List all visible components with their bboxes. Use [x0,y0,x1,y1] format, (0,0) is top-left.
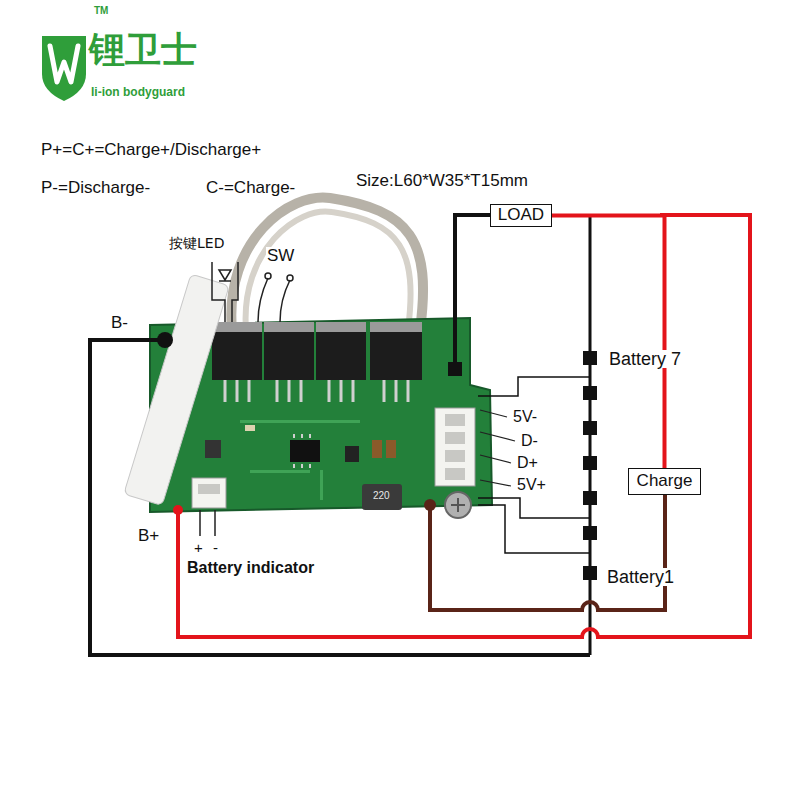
box-label: Charge [636,472,693,490]
switch-contact [265,273,271,279]
pin-legend: P+=C+=Charge+/Discharge+ [40,141,262,158]
box-label: LOAD [497,206,545,224]
balance-wire [478,498,590,518]
connector-name: Battery indicator [186,560,315,576]
battery-cell [583,456,597,470]
transistor [345,446,359,462]
resistor [372,440,382,458]
battery-cell [583,386,597,400]
component-marking: 220 [372,491,391,501]
inductor [362,484,402,510]
cell-name: Battery1 [606,568,675,586]
pin-name: - [212,540,219,555]
brand-name: 锂卫士 [88,32,198,68]
ic-chip [290,440,320,462]
terminal-pad [157,332,173,348]
connector-pin [445,414,465,426]
screw [445,492,471,518]
resistor [386,440,396,458]
dimension: Size:L60*W35*T15mm [355,172,529,189]
terminal-pad [173,505,183,515]
mosfet-body [264,332,314,380]
pin-name: + [193,540,204,555]
trademark: TM [93,6,109,16]
pin-name: 按键LED [168,236,225,250]
ic-legs [294,434,310,468]
cable [231,197,423,330]
terminal-pad [424,499,436,511]
signal-name: D- [520,433,539,449]
battery-cell [583,566,597,580]
cable [246,211,411,330]
connector-pin [445,432,465,444]
brand-slogan: li-ion bodyguard [90,86,186,98]
connector-pin [445,468,465,480]
leader-line [480,410,515,486]
pin-name: SW [266,247,295,264]
signal-name: 5V- [512,409,538,425]
pin-legend: P-=Discharge- [40,179,151,196]
sticker [124,274,229,506]
mosfet-body [316,332,366,380]
led-symbol [219,270,231,281]
battery-cell [583,526,597,540]
pin-legend: C-=Charge- [205,179,296,196]
cell-name: Battery 7 [608,350,682,368]
terminal-pad [448,362,462,376]
wire [552,216,665,469]
led-lead [212,262,238,322]
pcb-trace [240,420,360,423]
switch-contact [287,275,293,281]
switch-lead [258,278,290,322]
balance-wire [478,377,590,396]
connector-pin [445,450,465,462]
terminal-name: B+ [137,527,160,544]
battery-cell [583,421,597,435]
positive-wire [178,215,750,637]
pcb-trace [250,470,310,473]
balance-connector [435,408,475,486]
battery-cell [583,491,597,505]
signal-name: D+ [516,455,539,471]
connector-pin [198,484,220,494]
logo-mark [50,46,78,82]
battery-cell [583,351,597,365]
screw-slot [451,498,465,512]
resistor [245,425,255,431]
load-box: LOAD [490,204,552,227]
indicator-connector [192,478,226,508]
mosfet-body [370,332,422,380]
ic-chip [205,440,221,458]
balance-wire [478,505,590,553]
terminal-name: B- [110,314,129,331]
negative-wire [90,340,590,655]
charge-box: Charge [628,468,701,495]
pin-lead [200,510,215,536]
charge-negative-wire [430,490,665,610]
logo-shield [42,36,86,101]
mosfet-legs [225,380,408,402]
mosfet-body [212,332,262,380]
load-negative-wire [455,215,495,368]
pcb-trace [320,470,323,500]
signal-name: 5V+ [516,477,547,493]
